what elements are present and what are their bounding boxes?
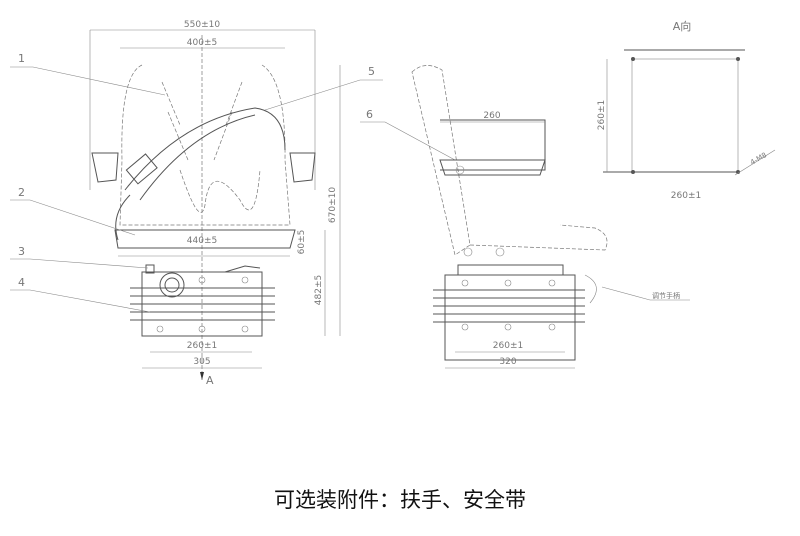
dim-view-a-height: 260±1 xyxy=(597,100,607,130)
dim-view-a-width: 260±1 xyxy=(671,191,701,201)
callout-4: 4 xyxy=(18,276,25,289)
dim-overall-height: 670±10 xyxy=(328,187,338,223)
dim-side-mount-spacing: 260±1 xyxy=(493,341,523,351)
adjust-handle-annotation: 调节手柄 xyxy=(652,291,680,300)
dim-cushion-width: 440±5 xyxy=(187,236,217,246)
view-a-title: A向 xyxy=(673,19,692,33)
callout-1: 1 xyxy=(18,52,25,65)
view-marker-a: A xyxy=(206,374,214,387)
callout-3: 3 xyxy=(18,245,25,258)
dim-overall-width: 550±10 xyxy=(184,20,220,30)
dim-cushion-thickness: 60±5 xyxy=(297,230,307,255)
dim-mount-spacing: 260±1 xyxy=(187,341,217,351)
dim-base-depth: 320 xyxy=(499,357,516,367)
view-a: A向 260±1 260±1 4-M8 xyxy=(597,19,776,201)
dim-suspension-height: 482±5 xyxy=(314,275,324,305)
dim-armrest-length: 260 xyxy=(483,111,500,121)
front-view: 550±10 400±5 440±5 260±1 305 xyxy=(10,20,456,387)
callout-6: 6 xyxy=(366,108,373,121)
side-view: 260 260±1 320 调节手柄 xyxy=(411,65,690,369)
dim-bolts: 4-M8 xyxy=(749,151,768,167)
dim-base-width: 305 xyxy=(193,357,210,367)
caption: 可选装附件：扶手、安全带 xyxy=(274,488,526,512)
callout-5: 5 xyxy=(368,65,375,78)
callout-2: 2 xyxy=(18,186,25,199)
